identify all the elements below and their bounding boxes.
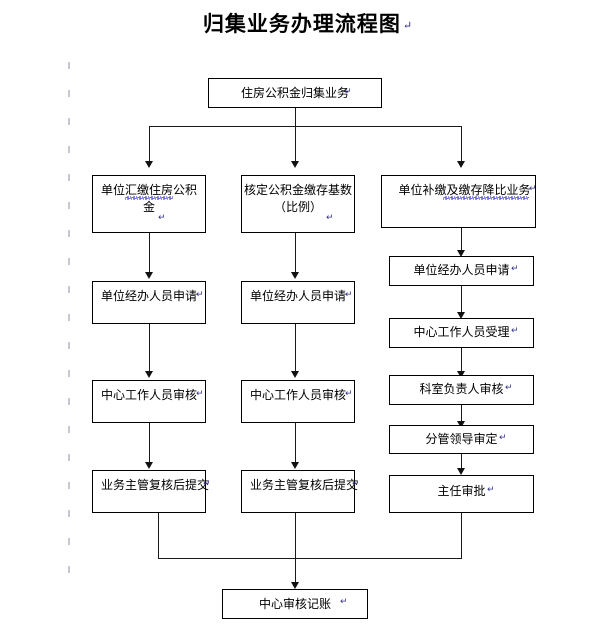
node-l1-paragraph-mark: ↵ bbox=[158, 213, 166, 223]
node-l1[interactable]: 单位汇缴住房公积 金 bbox=[92, 175, 206, 233]
node-m1-paragraph-mark: ↵ bbox=[326, 213, 334, 223]
arrowhead-r2-r3 bbox=[457, 312, 465, 319]
arrowhead-l3-l4 bbox=[145, 462, 153, 469]
node-m1[interactable]: 核定公积金缴存基数 （比例） bbox=[241, 175, 355, 233]
node-end-label: 中心审核记账 bbox=[258, 597, 331, 611]
connector-start-down bbox=[295, 108, 296, 126]
connector-merge-bus bbox=[158, 558, 462, 559]
node-m3[interactable]: 中心工作人员审核 bbox=[241, 380, 355, 423]
node-start-paragraph-mark: ↵ bbox=[344, 87, 352, 97]
node-end[interactable]: 中心审核记账 bbox=[222, 589, 368, 619]
left-margin-ruler bbox=[68, 62, 78, 582]
node-m3-paragraph-mark: ↵ bbox=[345, 389, 353, 399]
arrowhead-to-m1 bbox=[291, 161, 299, 168]
node-r3-label: 中心工作人员受理 bbox=[413, 325, 510, 339]
connector-branch-middle bbox=[295, 126, 296, 162]
arrowhead-r3-r4 bbox=[457, 371, 465, 378]
node-r3[interactable]: 中心工作人员受理 bbox=[389, 318, 534, 348]
node-l1-label: 单位汇缴住房公积 金 bbox=[100, 183, 197, 214]
connector-l2-l3 bbox=[149, 324, 150, 372]
node-r6-label: 主任审批 bbox=[437, 484, 486, 498]
node-l4-paragraph-mark: ↵ bbox=[203, 479, 211, 489]
node-m2-paragraph-mark: ↵ bbox=[345, 290, 353, 300]
arrowhead-to-r1 bbox=[457, 161, 465, 168]
node-r5-paragraph-mark: ↵ bbox=[499, 433, 507, 443]
node-r1-paragraph-mark: ↵ bbox=[529, 184, 537, 194]
node-m4-paragraph-mark: ↵ bbox=[352, 479, 360, 489]
page-title: 归集业务办理流程图↵ bbox=[0, 8, 616, 38]
connector-branch-right bbox=[461, 126, 462, 162]
arrowhead-r1-r2 bbox=[457, 250, 465, 257]
arrowhead-l2-l3 bbox=[145, 371, 153, 378]
node-m1-label: 核定公积金缴存基数 （比例） bbox=[243, 183, 352, 214]
arrowhead-to-l1 bbox=[145, 161, 153, 168]
node-l2[interactable]: 单位经办人员申请 bbox=[92, 281, 206, 324]
node-m2[interactable]: 单位经办人员申请 bbox=[241, 281, 355, 324]
node-l3-label: 中心工作人员审核 bbox=[100, 388, 197, 402]
page-title-text: 归集业务办理流程图 bbox=[202, 11, 401, 36]
connector-r1-r2 bbox=[461, 228, 462, 251]
node-r4[interactable]: 科室负责人审核 bbox=[389, 375, 534, 405]
connector-m1-m2 bbox=[295, 233, 296, 273]
connector-r6-merge bbox=[461, 513, 462, 558]
node-r5-label: 分管领导审定 bbox=[425, 432, 498, 446]
connector-r4-r5 bbox=[461, 405, 462, 422]
node-r4-paragraph-mark: ↵ bbox=[505, 383, 513, 393]
node-r2[interactable]: 单位经办人员申请 bbox=[389, 256, 534, 286]
node-l4[interactable]: 业务主管复核后提交 bbox=[92, 470, 209, 513]
arrowhead-l1-l2 bbox=[145, 272, 153, 279]
node-start-label: 住房公积金归集业务 bbox=[240, 86, 349, 100]
connector-l1-l2 bbox=[149, 233, 150, 273]
arrowhead-to-end bbox=[291, 582, 299, 589]
connector-m3-m4 bbox=[295, 423, 296, 463]
node-l3[interactable]: 中心工作人员审核 bbox=[92, 380, 206, 423]
paragraph-mark-icon: ↵ bbox=[402, 19, 414, 32]
connector-m4-merge bbox=[295, 513, 296, 558]
arrowhead-m2-m3 bbox=[291, 371, 299, 378]
arrowhead-r5-r6 bbox=[457, 468, 465, 475]
connector-r3-r4 bbox=[461, 348, 462, 372]
node-r2-label: 单位经办人员申请 bbox=[413, 263, 510, 277]
connector-r2-r3 bbox=[461, 286, 462, 313]
connector-m2-m3 bbox=[295, 324, 296, 372]
node-m4-label: 业务主管复核后提交 bbox=[249, 478, 358, 492]
node-m4[interactable]: 业务主管复核后提交 bbox=[241, 470, 358, 513]
node-l4-label: 业务主管复核后提交 bbox=[100, 478, 209, 492]
node-start[interactable]: 住房公积金归集业务 bbox=[208, 78, 382, 108]
connector-merge-down bbox=[295, 558, 296, 583]
node-r6-paragraph-mark: ↵ bbox=[487, 485, 495, 495]
node-l2-label: 单位经办人员申请 bbox=[100, 289, 197, 303]
node-l3-paragraph-mark: ↵ bbox=[196, 389, 204, 399]
node-r4-label: 科室负责人审核 bbox=[419, 382, 504, 396]
node-r2-paragraph-mark: ↵ bbox=[511, 264, 519, 274]
connector-branch-bus bbox=[149, 126, 461, 127]
arrowhead-r4-r5 bbox=[457, 421, 465, 428]
arrowhead-m1-m2 bbox=[291, 272, 299, 279]
node-end-paragraph-mark: ↵ bbox=[340, 597, 348, 607]
connector-r5-r6 bbox=[461, 454, 462, 469]
spellcheck-underline-l1 bbox=[125, 196, 173, 200]
connector-branch-left bbox=[149, 126, 150, 162]
connector-l4-merge bbox=[158, 513, 159, 558]
node-r1[interactable]: 单位补缴及缴存降比业务 bbox=[381, 175, 536, 228]
node-r6[interactable]: 主任审批 bbox=[389, 475, 534, 513]
arrowhead-m3-m4 bbox=[291, 462, 299, 469]
connector-l3-l4 bbox=[149, 423, 150, 463]
node-r1-label: 单位补缴及缴存降比业务 bbox=[398, 183, 531, 197]
node-l2-paragraph-mark: ↵ bbox=[196, 290, 204, 300]
spellcheck-underline-r1 bbox=[443, 196, 529, 200]
node-r5[interactable]: 分管领导审定 bbox=[389, 425, 534, 454]
node-r3-paragraph-mark: ↵ bbox=[511, 326, 519, 336]
node-m3-label: 中心工作人员审核 bbox=[249, 388, 346, 402]
node-m2-label: 单位经办人员申请 bbox=[249, 289, 346, 303]
